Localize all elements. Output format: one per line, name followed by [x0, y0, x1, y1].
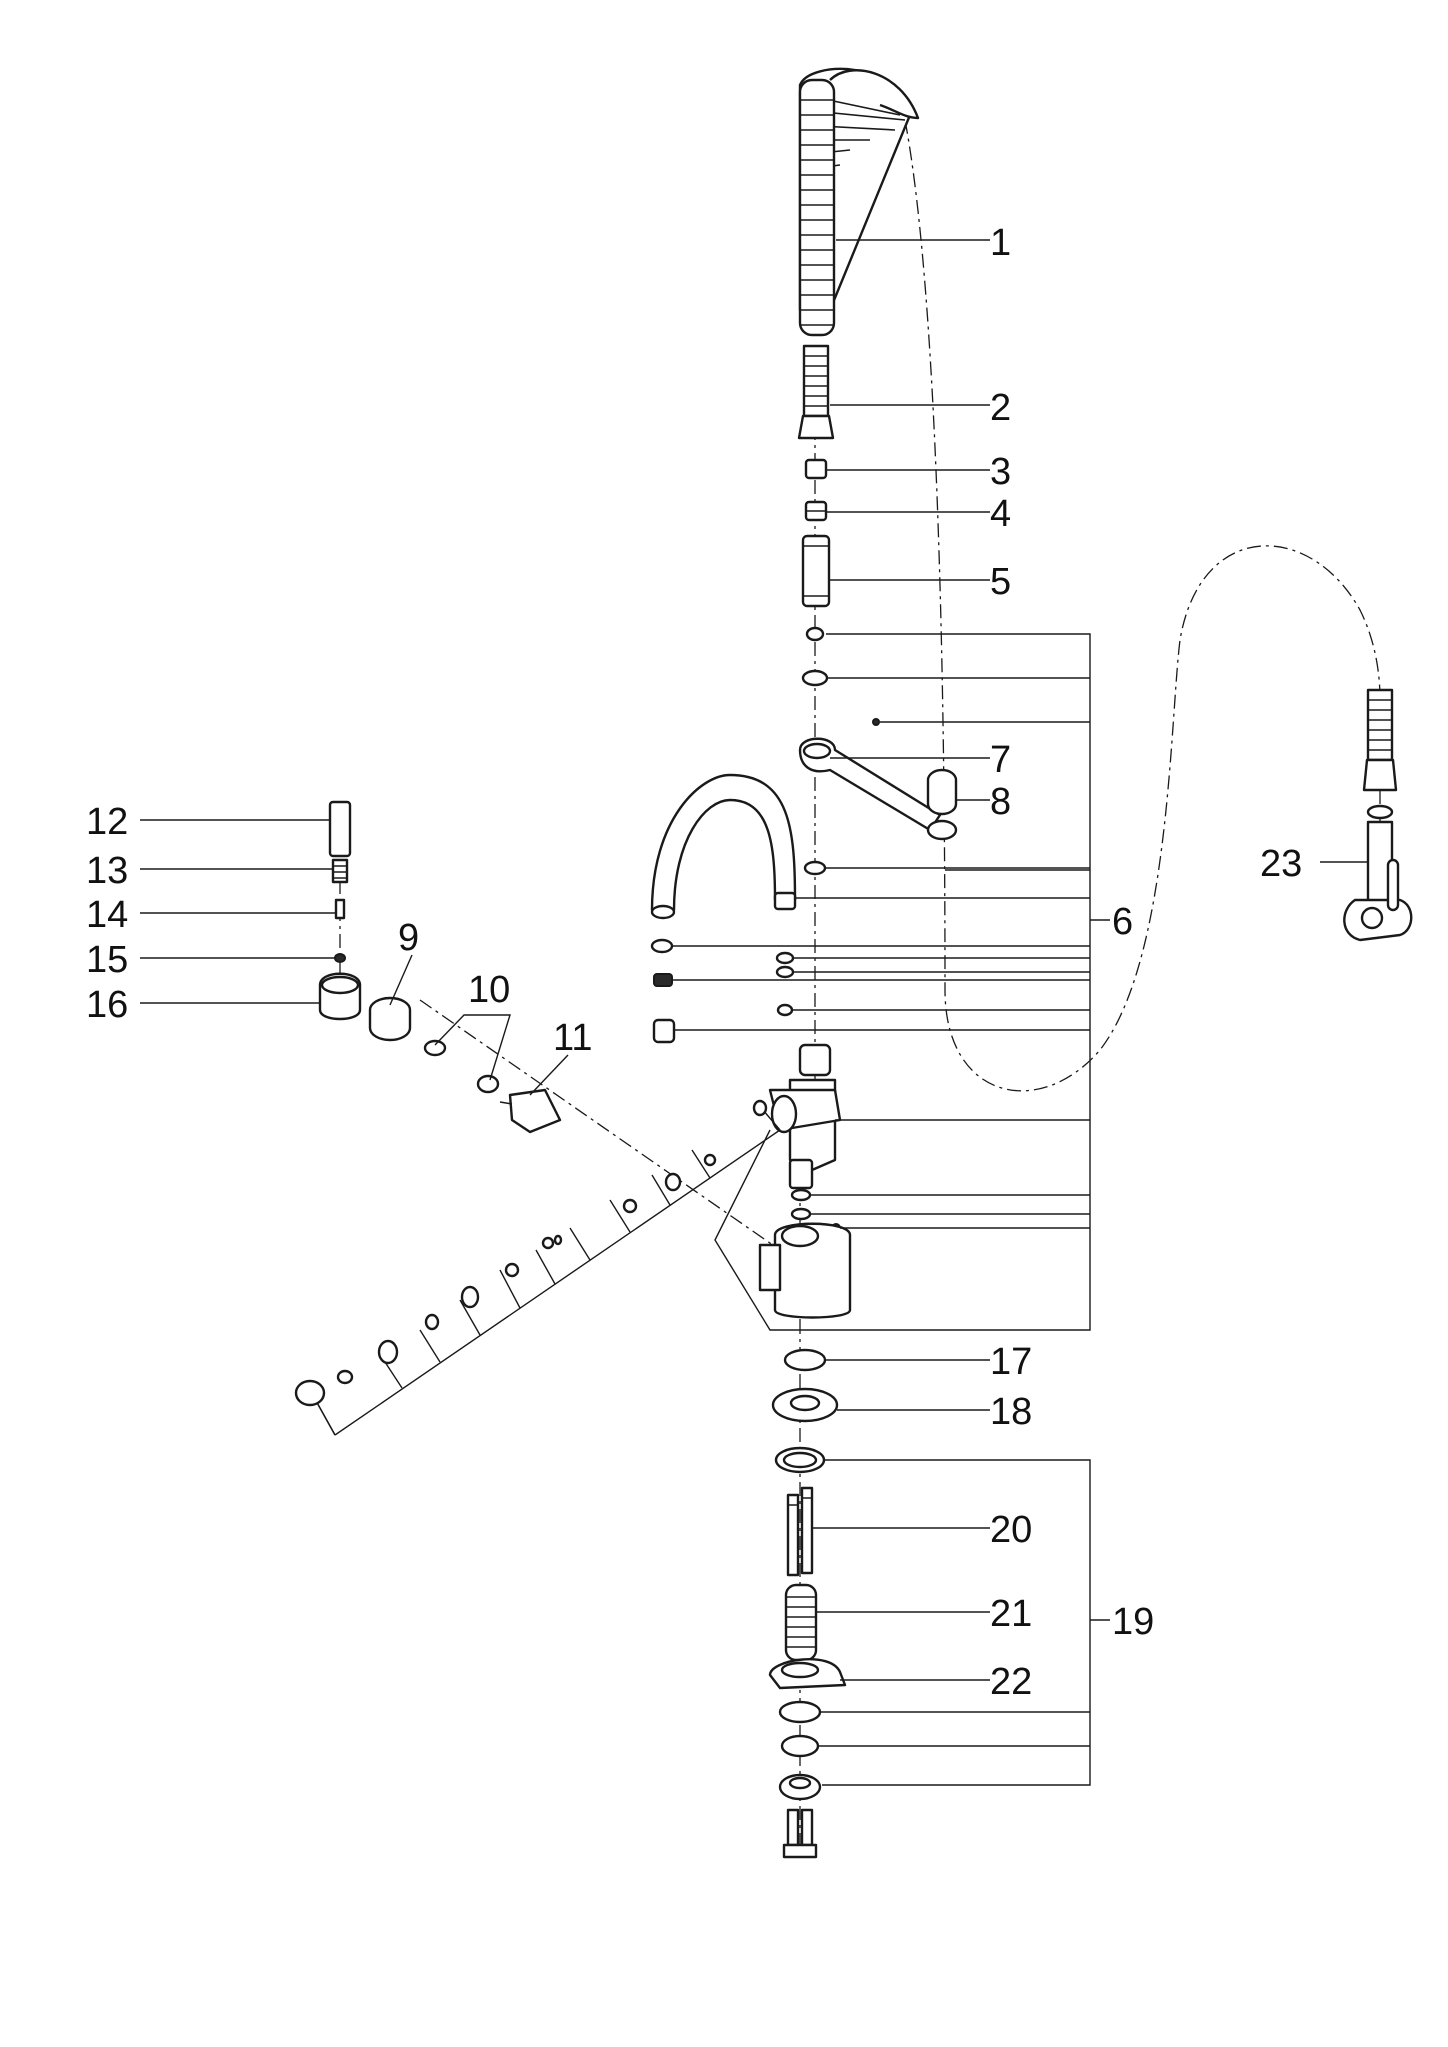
- callout-4: 4: [990, 493, 1011, 535]
- callout-12: 12: [86, 801, 128, 843]
- callout-7: 7: [990, 739, 1011, 781]
- callout-5: 5: [990, 561, 1011, 603]
- callout-18: 18: [990, 1391, 1032, 1433]
- sleeve: [368, 996, 412, 1042]
- leader-lines: [140, 239, 1368, 1681]
- nut-3: [804, 458, 828, 480]
- connector: [801, 534, 831, 608]
- callout-15: 15: [86, 939, 128, 981]
- group-19-bracket: [818, 1459, 1091, 1786]
- callout-23: 23: [1260, 843, 1302, 885]
- spiral-spring: [798, 67, 920, 337]
- callout-11: 11: [553, 1017, 592, 1059]
- group-6-bracket: [672, 633, 1091, 1331]
- callout-17: 17: [990, 1341, 1032, 1383]
- callout-13: 13: [86, 850, 128, 892]
- callout-6: 6: [1112, 901, 1133, 943]
- supply-hose-a: [786, 1493, 800, 1577]
- lever-cap: [328, 800, 352, 858]
- diagonal-seal-row: [294, 1099, 781, 1436]
- supply-hose-b: [800, 1486, 814, 1575]
- hose-end: [797, 344, 835, 440]
- hand-shower: [1343, 688, 1413, 942]
- callout-14: 14: [86, 894, 128, 936]
- o-ring-17: [783, 1348, 827, 1372]
- spout-assembly: [650, 626, 958, 1319]
- callout-9: 9: [398, 917, 419, 959]
- callout-3: 3: [990, 451, 1011, 493]
- callout-10: 10: [468, 969, 510, 1011]
- callout-8: 8: [990, 781, 1011, 823]
- lever-pin: [334, 898, 346, 920]
- lever-parts: [318, 800, 562, 1134]
- cartridge-ring: [423, 1039, 447, 1057]
- callout-labels: 1 2 3 4 5 6 7 8 9 10 11 12 13 14 15 16 1…: [86, 222, 1302, 1703]
- callout-22: 22: [990, 1661, 1032, 1703]
- cartridge: [508, 1088, 562, 1134]
- base-washer-18: [771, 1387, 839, 1423]
- callout-16: 16: [86, 984, 128, 1026]
- callout-1: 1: [990, 222, 1011, 264]
- callout-19: 19: [1112, 1601, 1154, 1643]
- mounting-kit: [768, 1446, 847, 1859]
- callout-2: 2: [990, 387, 1011, 429]
- callout-21: 21: [990, 1593, 1032, 1635]
- callout-20: 20: [990, 1509, 1032, 1551]
